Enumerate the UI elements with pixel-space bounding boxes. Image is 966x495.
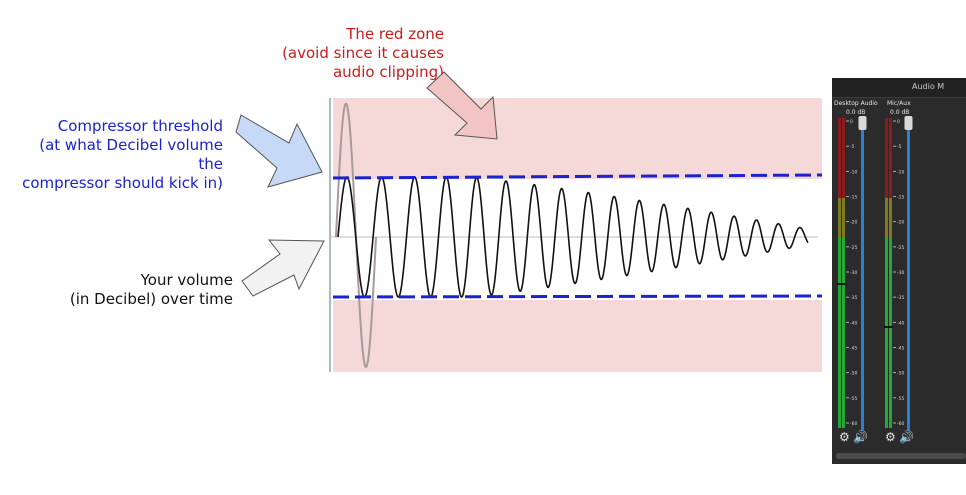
speaker-icon[interactable]: 🔊 (899, 430, 914, 444)
red-zone-bottom (333, 300, 822, 372)
gear-icon[interactable]: ⚙ (839, 430, 850, 444)
meter-tick-label: -35 (897, 295, 904, 301)
meter-tick-label: -30 (897, 270, 904, 276)
channel-name-mic: Mic/Aux (887, 100, 911, 107)
red-zone-label: The red zone (avoid since it causes audi… (282, 25, 444, 81)
meter-tick-label: -5 (897, 144, 902, 150)
meter-tick-label: -50 (897, 371, 904, 377)
threshold-line-top (332, 173, 823, 180)
volume-slider-mic[interactable] (907, 130, 910, 430)
meter-tick-label: -5 (850, 144, 855, 150)
meter-tick-label: -20 (897, 220, 904, 226)
speaker-icon[interactable]: 🔊 (853, 430, 868, 444)
mixer-title: Audio M (912, 82, 945, 91)
meter-tick-label: -60 (897, 421, 904, 427)
meter-tick-label: -15 (850, 195, 857, 201)
volume-slider-handle-desktop[interactable] (858, 116, 867, 130)
meter-tick-label: -60 (850, 421, 857, 427)
channel-db-mic: 0.0 dB (890, 109, 910, 116)
meter-scale-mic: 0 -5 -10 -15 -20 -25 -30 -35 -40 -45 -50 -55 -60 (893, 119, 904, 427)
meter-tick-label: -20 (850, 220, 857, 226)
meter-tick-label: -55 (897, 396, 904, 402)
volume-label: Your volume (in Decibel) over time (69, 271, 233, 308)
compressor-threshold-label: Compressor threshold (at what Decibel vo… (22, 117, 223, 192)
volume-arrow (241, 239, 325, 297)
volume-slider-handle-mic[interactable] (904, 116, 913, 130)
mixer-meters: 0 -5 -10 -15 -20 -25 -30 -35 -40 -45 -50 -55 -60 0 -5… (837, 116, 913, 430)
threshold-arrow (235, 114, 323, 188)
meter-tick-label: -45 (850, 346, 857, 352)
meter-tick-label: -35 (850, 295, 857, 301)
meter-tick-label: -55 (850, 396, 857, 402)
audio-mixer-panel: Audio M Desktop Audio 0.0 dB Mic/Aux 0.0… (832, 78, 966, 464)
compressor-diagram (235, 71, 823, 372)
meter-tick-label: 0 (897, 119, 900, 125)
red-zone-top (333, 98, 822, 179)
mixer-horizontal-scrollbar[interactable] (836, 453, 966, 459)
meter-tick-label: -10 (850, 169, 857, 175)
meter-tick-label: -40 (897, 320, 904, 326)
meter-tick-label: -40 (850, 320, 857, 326)
red-zone-arrow (426, 71, 498, 140)
volume-waveform (337, 176, 809, 298)
gear-icon[interactable]: ⚙ (885, 430, 896, 444)
volume-slider-desktop[interactable] (861, 130, 864, 430)
threshold-line-bottom (332, 294, 823, 299)
meter-tick-label: -25 (897, 245, 904, 251)
meter-mic (884, 118, 893, 428)
meter-tick-label: -15 (897, 195, 904, 201)
channel-name-desktop: Desktop Audio (834, 100, 878, 107)
meter-tick-label: -45 (897, 346, 904, 352)
meter-scale-desktop: 0 -5 -10 -15 -20 -25 -30 -35 -40 -45 -50 -55 -60 (846, 119, 857, 427)
meter-tick-label: -30 (850, 270, 857, 276)
meter-desktop (837, 118, 846, 428)
meter-tick-label: -10 (897, 169, 904, 175)
mixer-titlebar: Audio M (832, 78, 966, 98)
meter-tick-label: 0 (850, 119, 853, 125)
channel-db-desktop: 0.0 dB (846, 109, 866, 116)
meter-tick-label: -50 (850, 371, 857, 377)
meter-tick-label: -25 (850, 245, 857, 251)
